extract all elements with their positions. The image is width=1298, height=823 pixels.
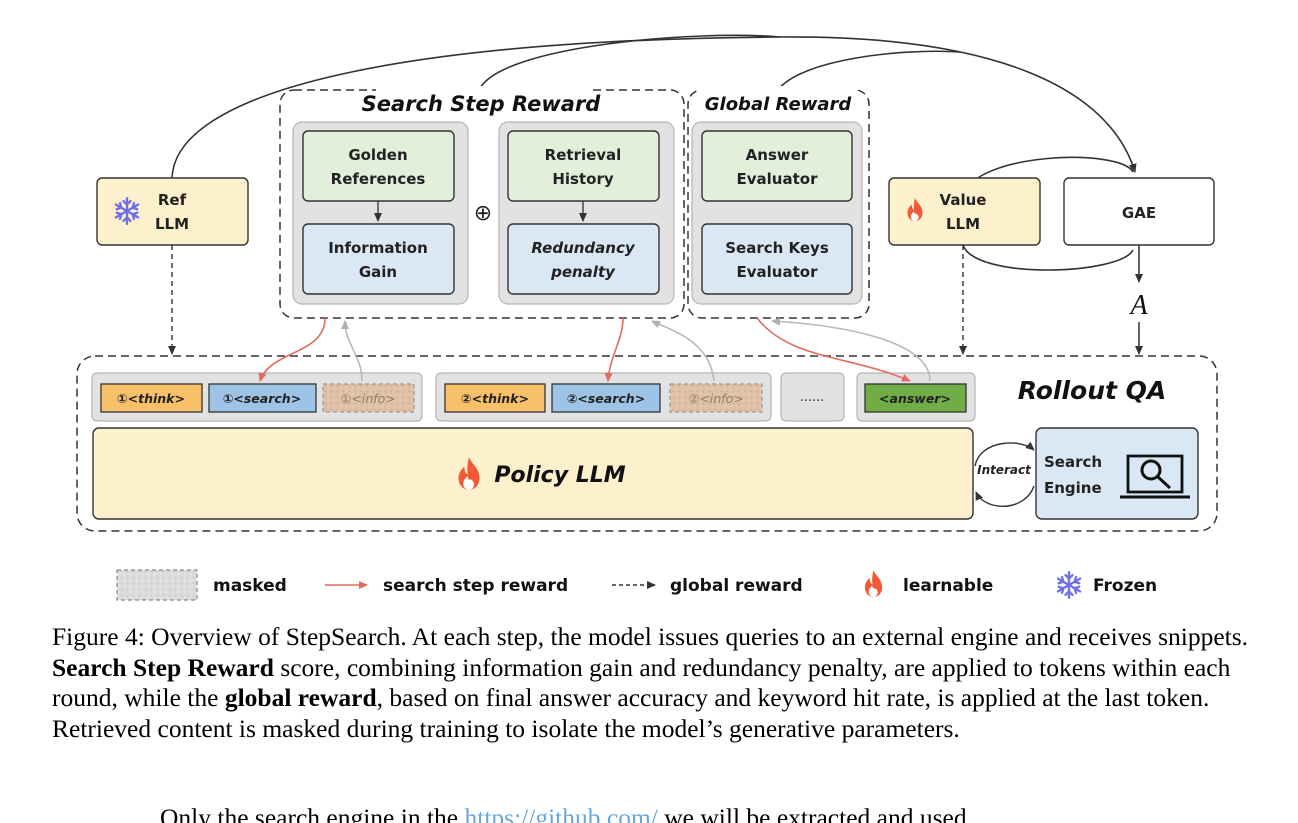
search-step-reward-group: Search Step Reward Golden References Inf… xyxy=(279,86,685,319)
round2-think-label: ②<think> xyxy=(461,391,529,406)
search-keys-evaluator-box xyxy=(701,223,853,295)
redundancy-penalty-box xyxy=(507,223,660,295)
information-gain-line1: Information xyxy=(328,239,428,257)
search-step-reward-title: Search Step Reward xyxy=(362,92,602,116)
caption-part2: score, combining information gain and re… xyxy=(52,652,1231,713)
caption-part1: Figure 4: Overview of StepSearch. At eac… xyxy=(52,622,1249,651)
body-text-partial-line: Only the search engine in the https://gi… xyxy=(160,800,1290,823)
redundancy-penalty-line1: Redundancy xyxy=(531,239,636,257)
round1-think-tag xyxy=(100,383,203,413)
answer-label: <answer> xyxy=(879,391,951,406)
policy-llm-label: Policy LLM xyxy=(494,463,625,488)
search-engine-line1: Search xyxy=(1044,453,1102,471)
round2-info-label: ②<info> xyxy=(688,391,744,406)
retrieval-history-box xyxy=(507,130,660,202)
ref-llm-line2: LLM xyxy=(155,215,189,233)
redundancy-penalty-line2: penalty xyxy=(550,263,616,281)
value-llm-line1: Value xyxy=(940,191,987,209)
search-keys-evaluator-line2: Evaluator xyxy=(737,263,819,281)
round1-think-label: ①<think> xyxy=(117,391,185,406)
value-llm-line2: LLM xyxy=(946,215,980,233)
interact-label: Interact xyxy=(977,463,1032,477)
round1-search-label: ①<search> xyxy=(223,391,301,406)
round1-search-tag xyxy=(208,383,317,413)
information-gain-box xyxy=(302,223,455,295)
rollout-qa-group: Rollout QA ①<think> ①<search> ①<info> ②<… xyxy=(76,355,1218,532)
search-keys-evaluator-line1: Search Keys xyxy=(725,239,829,257)
rollout-qa-title: Rollout QA xyxy=(1018,376,1167,405)
caption-part3: , based on final answer accuracy and key… xyxy=(52,683,1210,743)
body-text-pre: Only the search engine in the xyxy=(160,803,459,823)
round2-search-tag xyxy=(551,383,661,413)
global-reward-title: Global Reward xyxy=(705,94,853,115)
round2-think-tag xyxy=(444,383,546,413)
gae-label: GAE xyxy=(1122,204,1156,222)
golden-references-box xyxy=(302,130,455,202)
legend-fire-icon xyxy=(864,570,883,597)
round1-info-label: ①<info> xyxy=(340,391,396,406)
policy-llm-box xyxy=(92,427,974,520)
answer-tag xyxy=(864,383,967,413)
search-engine-box xyxy=(1035,427,1199,520)
legend-masked-label: masked xyxy=(213,576,287,596)
legend-search-step-reward-label: search step reward xyxy=(383,576,568,596)
answer-evaluator-line1: Answer xyxy=(746,146,809,164)
global-reward-group: Global Reward Answer Evaluator Search Ke… xyxy=(687,86,870,319)
figure-caption: Figure 4: Overview of StepSearch. At eac… xyxy=(52,622,1252,744)
value-llm-box: Value LLM xyxy=(888,177,1041,246)
answer-evaluator-box xyxy=(701,130,853,202)
legend: masked search step reward global reward … xyxy=(116,569,1157,601)
answer-evaluator-line2: Evaluator xyxy=(737,170,819,188)
caption-bold-search-step-reward: Search Step Reward xyxy=(52,652,274,682)
legend-learnable-label: learnable xyxy=(903,576,993,596)
search-step-reward-arrows xyxy=(258,317,931,382)
retrieval-history-line2: History xyxy=(552,170,613,188)
body-text-link[interactable]: https://github.com/ xyxy=(464,803,658,823)
caption-bold-global-reward: global reward xyxy=(224,683,377,712)
golden-references-line2: References xyxy=(331,170,426,188)
advantage-label: A xyxy=(1128,290,1148,321)
legend-global-reward-label: global reward xyxy=(670,576,803,596)
round2-info-tag-masked xyxy=(669,383,763,413)
search-engine-line2: Engine xyxy=(1044,479,1102,497)
body-text-post: we will be extracted and used xyxy=(664,803,967,823)
information-gain-line2: Gain xyxy=(359,263,397,281)
search-engine-icon xyxy=(1120,454,1190,499)
global-reward-dashed-arrows xyxy=(168,245,967,355)
legend-masked-swatch xyxy=(116,569,198,601)
round2-search-label: ②<search> xyxy=(567,391,645,406)
oplus-symbol: ⊕ xyxy=(474,201,492,226)
round1-info-tag-masked xyxy=(322,383,415,413)
ref-llm-box: Ref LLM xyxy=(96,177,249,246)
retrieval-history-line1: Retrieval xyxy=(545,146,622,164)
legend-snowflake-icon xyxy=(1056,571,1082,599)
gae-box: GAE xyxy=(1063,177,1215,246)
advantage-arrows: A xyxy=(1128,245,1148,355)
ref-llm-line1: Ref xyxy=(158,191,187,209)
golden-references-line1: Golden xyxy=(348,146,407,164)
ellipsis: ...... xyxy=(800,390,825,405)
legend-frozen-label: Frozen xyxy=(1093,576,1157,596)
